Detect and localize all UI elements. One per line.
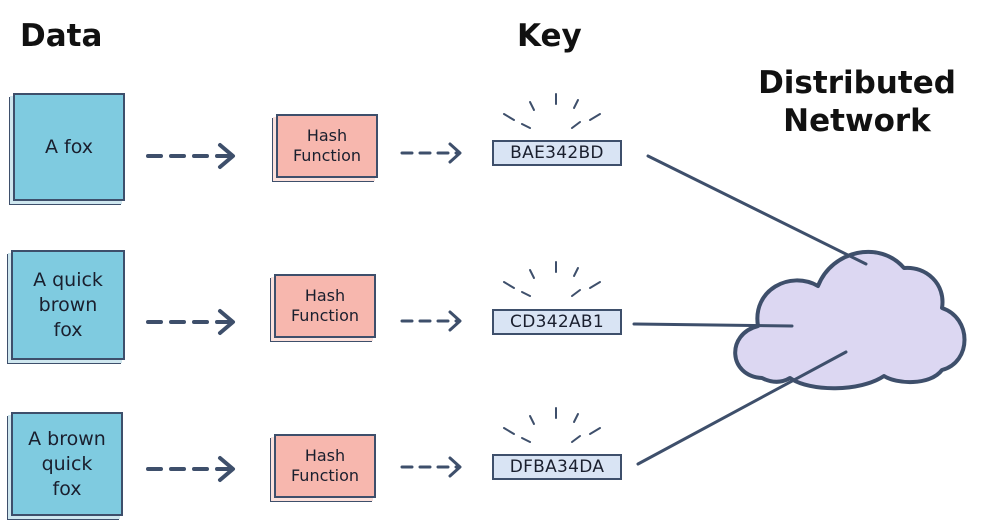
sparkle-1 — [503, 93, 601, 129]
arrow-hash-to-key-2 — [400, 310, 462, 332]
hash-text-line: Function — [292, 146, 362, 165]
data-box-2: A quick brown fox — [11, 250, 125, 360]
arrow-data-to-hash-3 — [146, 456, 235, 482]
key-box-1: BAE342BD — [492, 140, 622, 166]
hash-text-line: Function — [290, 306, 360, 325]
hash-text-line: Hash — [304, 286, 346, 305]
hash-function-box-3: Hash Function — [274, 434, 376, 498]
sparkle-2 — [503, 261, 601, 297]
network-line-2 — [632, 322, 794, 328]
data-box-3: A brown quick fox — [11, 412, 123, 516]
distributed-network-heading: Distributed Network — [742, 64, 972, 140]
arrow-hash-to-key-1 — [400, 142, 462, 164]
data-text-line: brown — [38, 293, 98, 316]
network-heading-line1: Distributed — [758, 65, 956, 101]
network-heading-line2: Network — [783, 103, 931, 139]
network-line-1 — [646, 154, 868, 266]
data-text-line: quick — [41, 452, 93, 475]
hash-text-line: Hash — [304, 446, 346, 465]
cloud-icon — [733, 249, 967, 391]
network-line-3 — [636, 350, 848, 466]
data-box-1: A fox — [13, 93, 125, 201]
data-text-line: A quick — [33, 268, 103, 291]
hash-function-box-2: Hash Function — [274, 274, 376, 338]
arrow-data-to-hash-1 — [146, 143, 235, 169]
hash-function-box-1: Hash Function — [276, 114, 378, 178]
data-text-line: fox — [53, 318, 83, 341]
key-heading: Key — [517, 18, 582, 54]
key-box-3: DFBA34DA — [492, 454, 622, 480]
sparkle-3 — [503, 407, 601, 443]
data-text-line: A fox — [44, 135, 93, 158]
key-box-2: CD342AB1 — [492, 309, 622, 335]
arrow-hash-to-key-3 — [400, 456, 462, 478]
data-text-line: A brown — [28, 427, 106, 450]
data-text-line: fox — [52, 477, 82, 500]
hash-text-line: Hash — [306, 126, 348, 145]
arrow-data-to-hash-2 — [146, 309, 235, 335]
hash-text-line: Function — [290, 466, 360, 485]
data-heading: Data — [20, 18, 103, 54]
